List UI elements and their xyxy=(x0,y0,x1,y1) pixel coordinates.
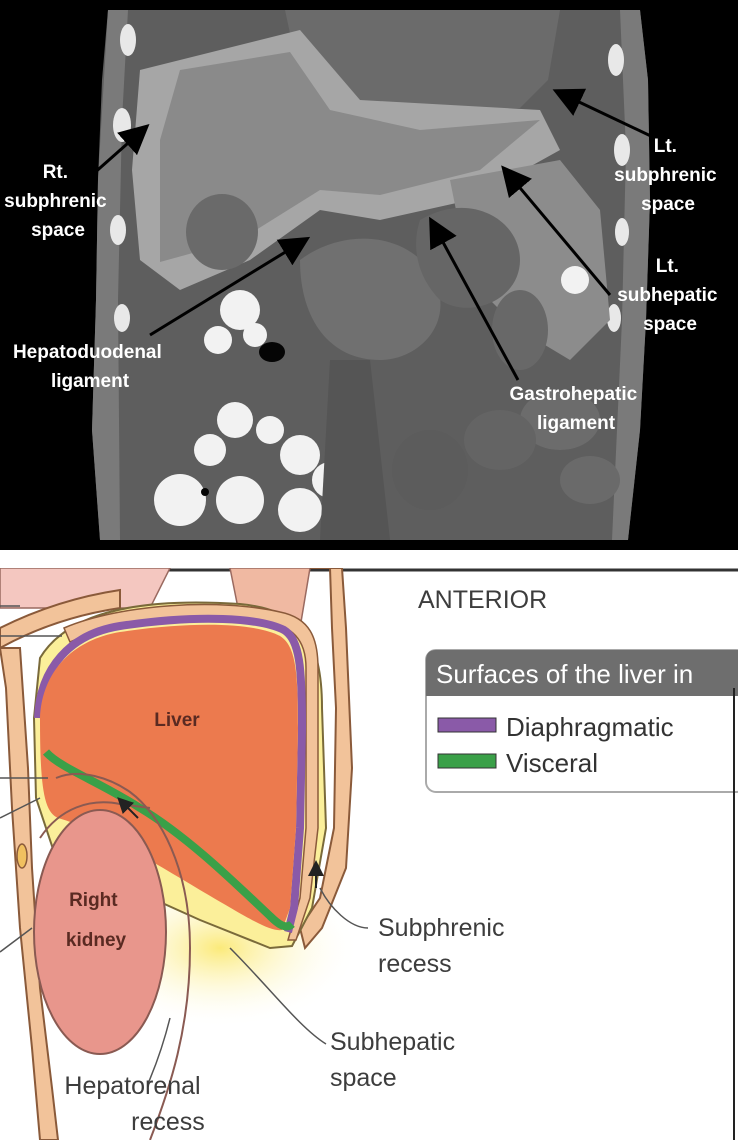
legend: Surfaces of the liver in Diaphragmatic V… xyxy=(426,650,738,792)
label-hepatorenal-recess: Hepatorenal recess xyxy=(64,1072,207,1136)
anatomy-diagram-panel: Liver Right kidney ANTERIOR Surfaces of … xyxy=(0,568,738,1140)
label-subhepatic-space: Subhepatic space xyxy=(330,1028,462,1092)
panel-separator xyxy=(0,550,738,568)
legend-title: Surfaces of the liver in xyxy=(436,659,693,689)
ct-scan-panel: Rt. subphrenic space Lt. subphrenic spac… xyxy=(0,0,738,550)
legend-item-visceral: Visceral xyxy=(506,748,598,778)
label-subphrenic-recess: Subphrenic recess xyxy=(378,914,511,978)
legend-swatch-visceral xyxy=(438,754,496,768)
legend-item-diaphragmatic: Diaphragmatic xyxy=(506,712,674,742)
label-liver: Liver xyxy=(154,710,200,731)
label-anterior: ANTERIOR xyxy=(418,586,547,614)
legend-swatch-diaphragmatic xyxy=(438,718,496,732)
ct-scan-image: Rt. subphrenic space Lt. subphrenic spac… xyxy=(0,0,738,550)
label-rt-subphrenic-space: Rt. subphrenic space xyxy=(4,162,112,241)
anatomy-diagram: Liver Right kidney ANTERIOR Surfaces of … xyxy=(0,568,738,1140)
